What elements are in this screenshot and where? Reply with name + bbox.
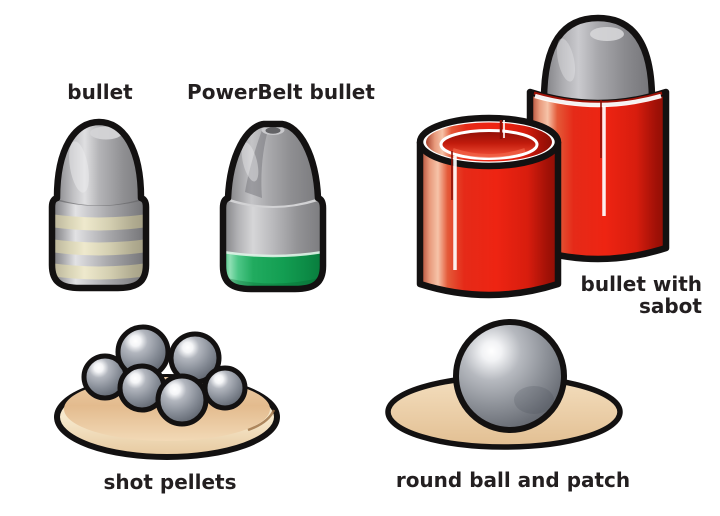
shot-pellets-label: shot pellets <box>103 470 237 494</box>
bullet-with-sabot-label: bullet with sabot <box>580 272 702 318</box>
bullet-illustration <box>48 118 150 292</box>
bullet-label: bullet <box>67 80 133 104</box>
empty-sabot <box>416 114 562 299</box>
shot-pellets-illustration <box>54 324 280 460</box>
pellets <box>81 324 248 427</box>
round-ball <box>453 319 567 433</box>
round-ball-and-patch-label: round ball and patch <box>395 468 631 492</box>
bullet-with-sabot-illustration <box>416 14 670 299</box>
powerbelt-bullet-illustration <box>219 120 327 293</box>
round-ball-and-patch-illustration <box>385 319 623 450</box>
sabot-with-bullet <box>526 14 670 263</box>
powerbelt-bullet-label: PowerBelt bullet <box>187 80 375 104</box>
